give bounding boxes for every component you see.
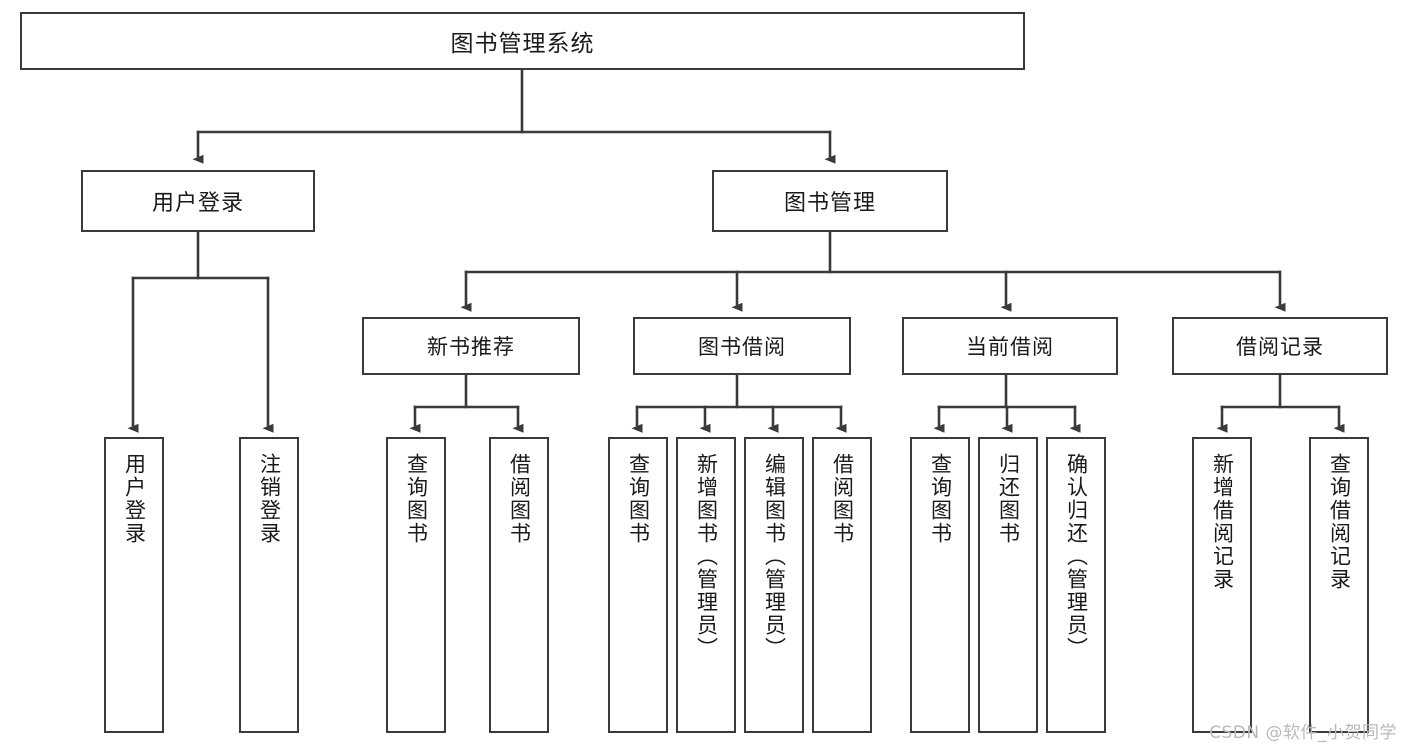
node-leaf-query-book-recommendation[interactable]: 查询图书 [386,437,446,733]
node-leaf-query-book-borrowing[interactable]: 查询图书 [608,437,668,733]
node-label: 借阅图书 [507,453,532,545]
node-label: 用户登录 [122,453,147,545]
node-label: 归还图书 [996,453,1021,545]
node-leaf-query-borrowing-record[interactable]: 查询借阅记录 [1309,437,1369,733]
node-label: 图书管理系统 [450,31,595,57]
node-label: 查询图书 [928,453,953,545]
node-leaf-query-book-current[interactable]: 查询图书 [910,437,970,733]
node-label: 借阅图书 [830,453,855,545]
node-leaf-borrow-book-recommendation[interactable]: 借阅图书 [489,437,549,733]
node-leaf-edit-book-admin[interactable]: 编辑图书（管理员） [744,437,804,733]
csdn-watermark: CSDN @软件_小贺同学 [1209,723,1397,743]
node-borrowing-records[interactable]: 借阅记录 [1172,317,1388,375]
node-label: 注销登录 [257,453,282,545]
node-label: 借阅记录 [1236,335,1324,359]
node-leaf-add-book-admin[interactable]: 新增图书（管理员） [676,437,736,733]
node-leaf-logout[interactable]: 注销登录 [239,437,299,733]
node-leaf-borrow-book-borrowing[interactable]: 借阅图书 [812,437,872,733]
node-label: 新增图书（管理员） [694,453,719,660]
node-label: 图书管理 [783,191,876,216]
node-label: 当前借阅 [966,335,1054,359]
node-label: 确认归还（管理员） [1064,453,1089,660]
node-new-book-recommendation[interactable]: 新书推荐 [362,317,580,375]
node-label: 查询借阅记录 [1327,453,1352,591]
node-label: 新增借阅记录 [1210,453,1235,591]
node-book-management[interactable]: 图书管理 [712,170,948,232]
node-label: 编辑图书（管理员） [762,453,787,660]
node-label: 用户登录 [151,191,244,216]
node-label: 新书推荐 [427,335,515,359]
node-leaf-add-borrowing-record[interactable]: 新增借阅记录 [1192,437,1252,733]
node-current-borrowing[interactable]: 当前借阅 [902,317,1118,375]
node-label: 图书借阅 [698,335,786,359]
node-leaf-user-login[interactable]: 用户登录 [104,437,164,733]
node-root-book-management-system[interactable]: 图书管理系统 [20,12,1025,70]
node-user-login[interactable]: 用户登录 [81,170,315,232]
node-leaf-return-book[interactable]: 归还图书 [978,437,1038,733]
node-label: 查询图书 [626,453,651,545]
node-leaf-confirm-return-admin[interactable]: 确认归还（管理员） [1046,437,1106,733]
node-book-borrowing[interactable]: 图书借阅 [633,317,851,375]
node-label: 查询图书 [404,453,429,545]
